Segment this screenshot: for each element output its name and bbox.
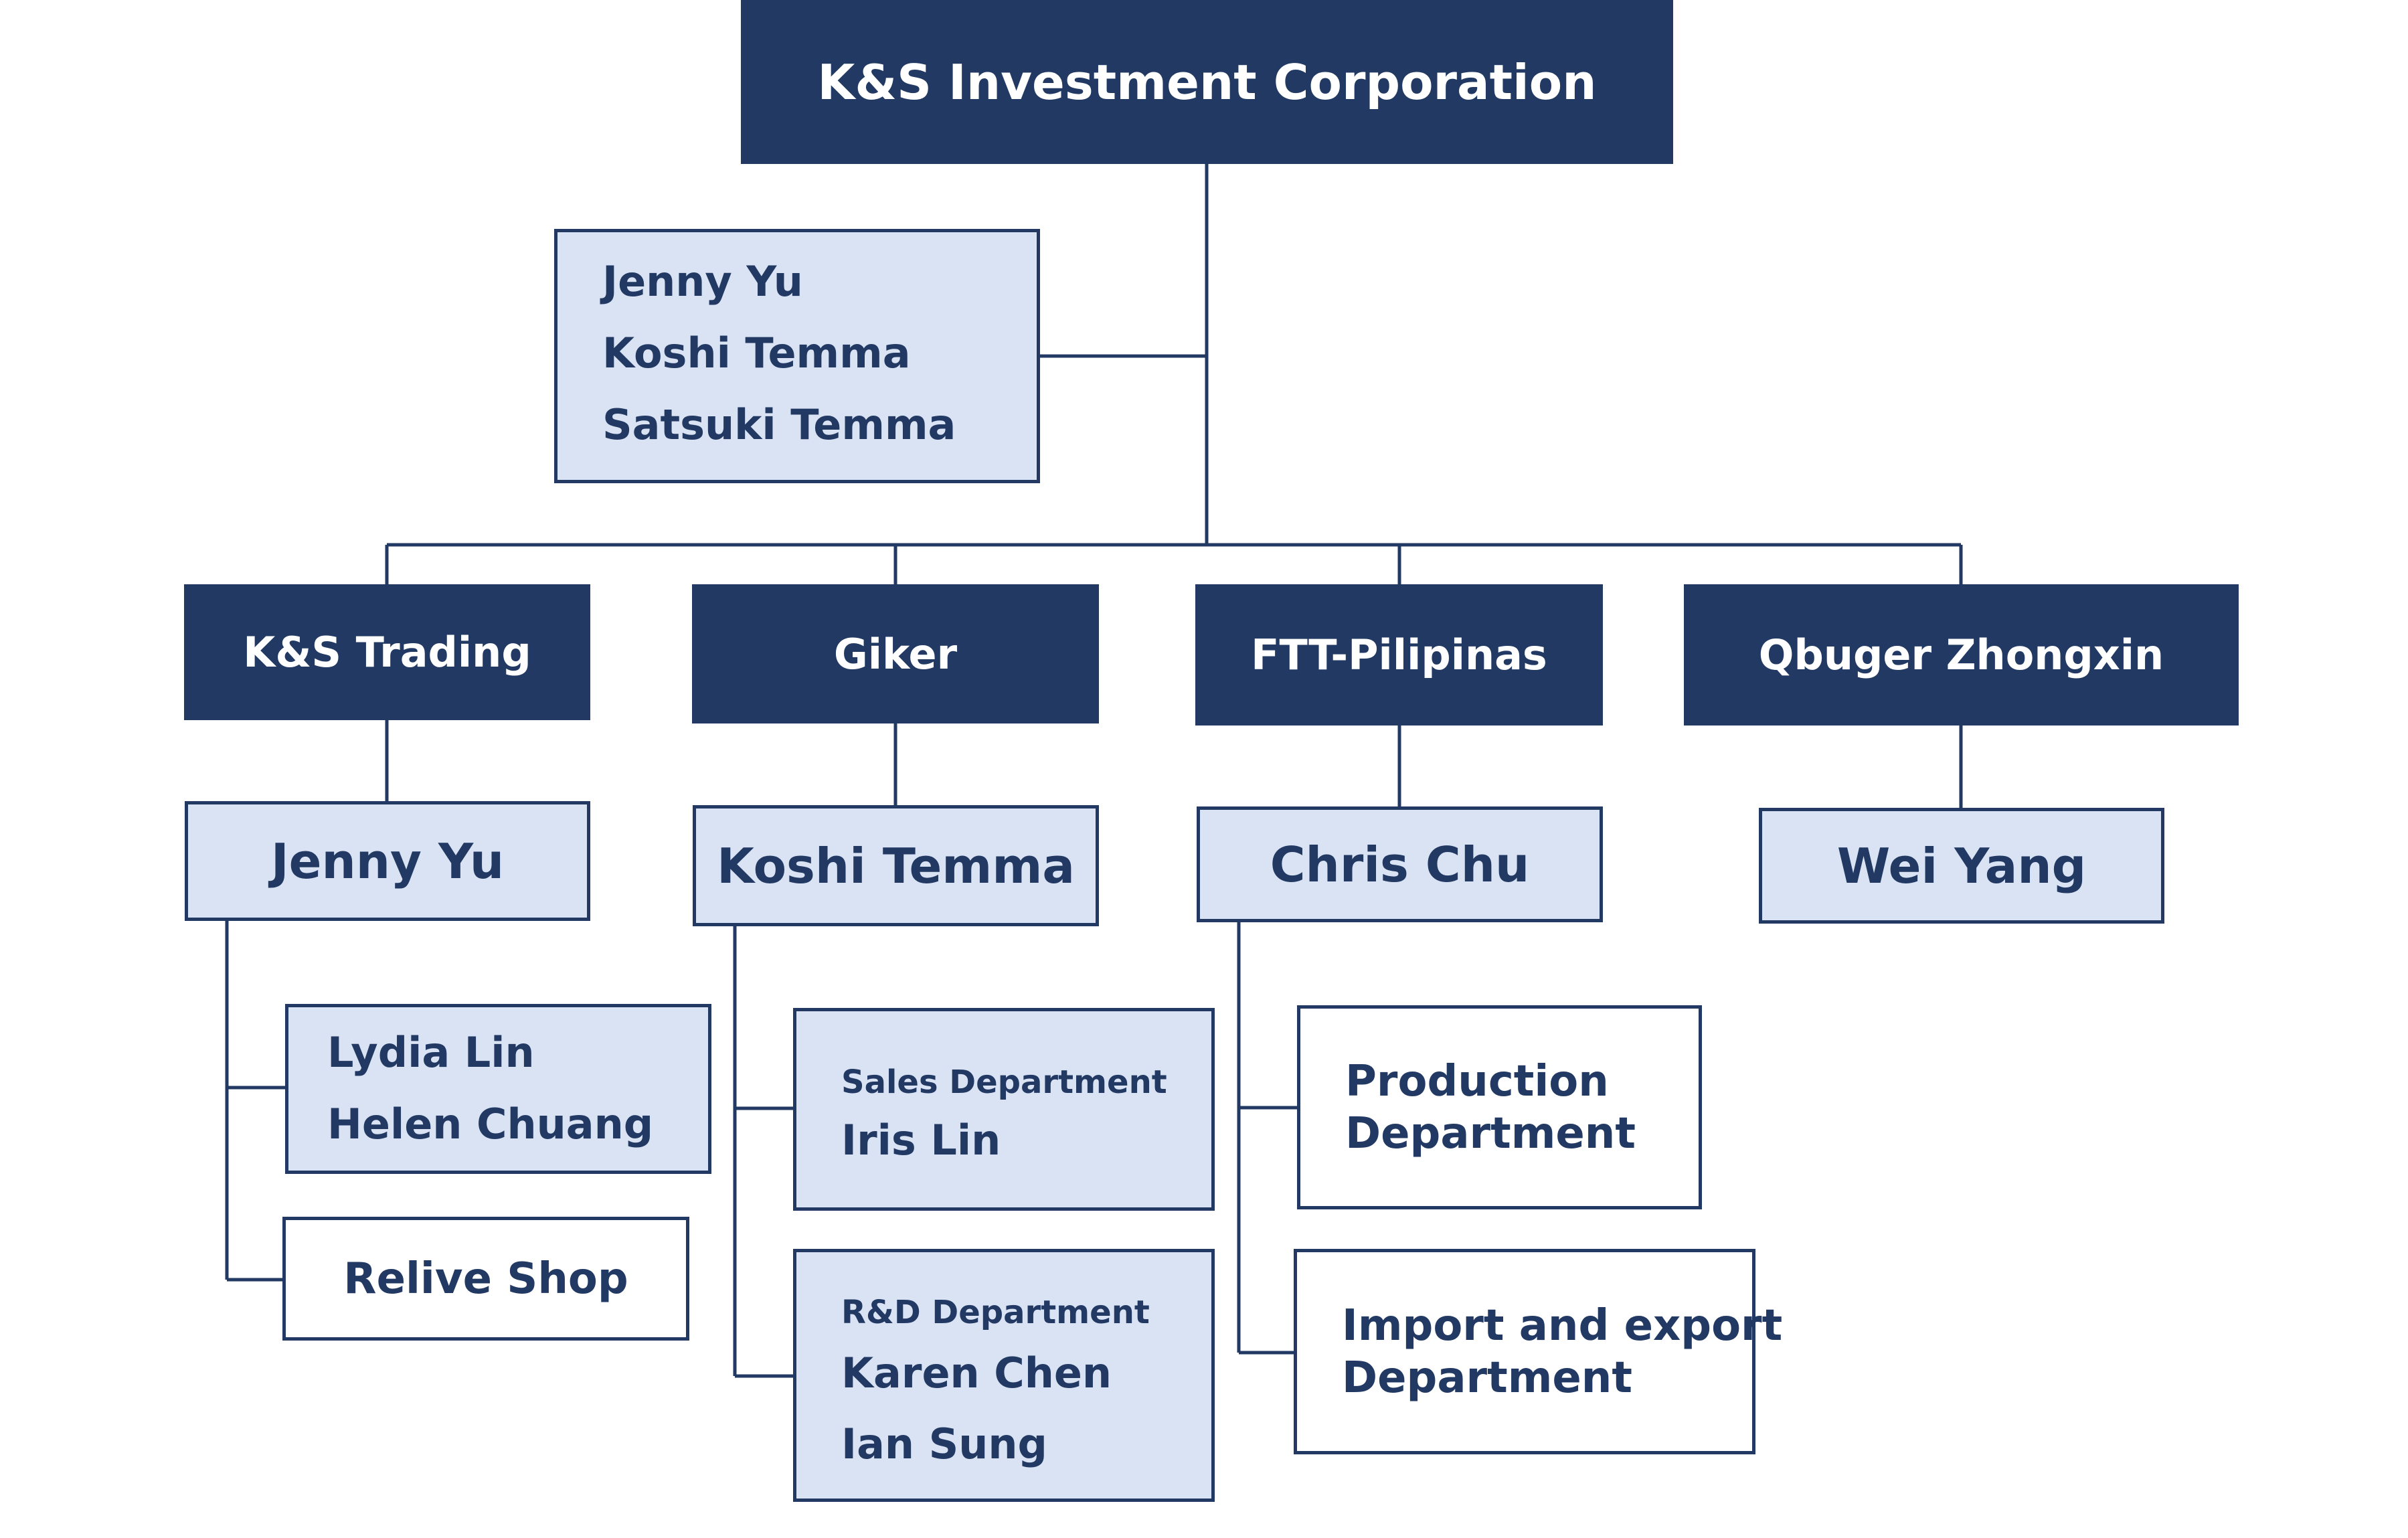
root-company-box: K&S Investment Corporation	[741, 0, 1673, 164]
board-member: Koshi Temma	[602, 329, 911, 377]
rnd-department-box: R&D Department Karen Chen Ian Sung	[793, 1249, 1215, 1502]
staff-member: Lydia Lin	[327, 1028, 535, 1077]
relive-shop-box: Relive Shop	[282, 1217, 689, 1341]
manager-name: Wei Yang	[1836, 837, 2087, 894]
company-name: Giker	[833, 629, 958, 679]
staff-member: Helen Chuang	[327, 1100, 654, 1148]
manager-box-giker: Koshi Temma	[693, 805, 1099, 926]
manager-name: Chris Chu	[1270, 836, 1530, 893]
department-member: Karen Chen	[841, 1349, 1112, 1397]
department-label: R&D Department	[841, 1294, 1150, 1331]
board-member: Satsuki Temma	[602, 400, 956, 449]
company-name: K&S Trading	[243, 628, 531, 677]
company-box-ftt-pilipinas: FTT-Pilipinas	[1195, 584, 1603, 725]
manager-box-ks-trading: Jenny Yu	[185, 801, 590, 921]
root-company-title: K&S Investment Corporation	[817, 54, 1597, 110]
company-box-qbuger-zhongxin: Qbuger Zhongxin	[1684, 584, 2239, 725]
department-name-line: Department	[1342, 1353, 1632, 1403]
department-name-line: Import and export	[1342, 1300, 1783, 1351]
board-member: Jenny Yu	[602, 257, 803, 306]
sales-department-box: Sales Department Iris Lin	[793, 1008, 1215, 1211]
company-name: FTT-Pilipinas	[1251, 630, 1547, 679]
department-name-line: Department	[1345, 1108, 1636, 1159]
ks-trading-staff-box: Lydia Lin Helen Chuang	[285, 1004, 711, 1174]
company-name: Qbuger Zhongxin	[1758, 630, 2164, 679]
manager-name: Jenny Yu	[270, 833, 505, 889]
department-member: Iris Lin	[841, 1116, 1001, 1165]
board-members-box: Jenny Yu Koshi Temma Satsuki Temma	[554, 229, 1040, 483]
manager-box-ftt-pilipinas: Chris Chu	[1197, 806, 1603, 922]
import-export-department-box: Import and export Department	[1294, 1249, 1783, 1454]
department-name-line: Production	[1345, 1056, 1609, 1106]
company-box-ks-trading: K&S Trading	[184, 584, 590, 720]
manager-box-qbuger-zhongxin: Wei Yang	[1759, 808, 2164, 924]
production-department-box: Production Department	[1297, 1005, 1702, 1209]
department-label: Sales Department	[841, 1063, 1167, 1101]
department-member: Ian Sung	[841, 1420, 1047, 1468]
relive-shop-label: Relive Shop	[343, 1254, 628, 1304]
manager-name: Koshi Temma	[717, 837, 1075, 894]
company-box-giker: Giker	[692, 584, 1099, 723]
